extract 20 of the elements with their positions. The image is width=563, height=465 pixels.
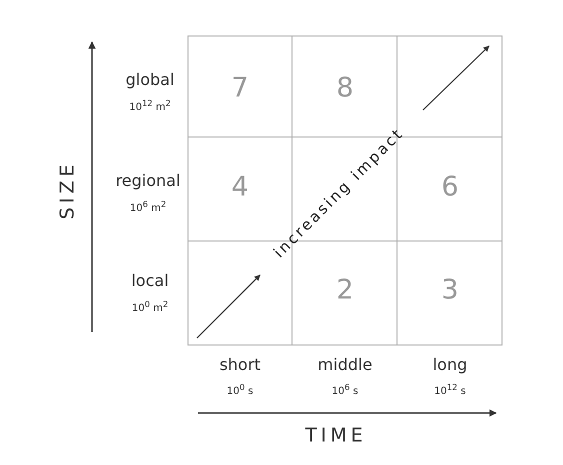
column-label: short bbox=[219, 357, 261, 373]
cell-number: 7 bbox=[231, 74, 249, 102]
column-value: 10$^{0}$ s bbox=[226, 382, 254, 398]
axis-title: SIZE bbox=[58, 160, 78, 220]
column-label: long bbox=[432, 357, 468, 373]
row-value: 10$^{0}$ m$^{2}$ bbox=[132, 300, 168, 314]
axis-title: TIME bbox=[305, 426, 367, 446]
cell-number: 3 bbox=[441, 276, 459, 304]
row-label: regional bbox=[116, 173, 180, 189]
row-label: global bbox=[126, 72, 174, 88]
column-label: middle bbox=[318, 357, 372, 373]
cell-number: 6 bbox=[441, 174, 459, 200]
column-value: 10$^{6}$ s bbox=[332, 382, 358, 398]
row-label: local bbox=[131, 273, 169, 289]
cell-number: 4 bbox=[231, 174, 249, 200]
cell-number: 8 bbox=[336, 74, 354, 102]
row-value: 10$^{12}$ m$^{2}$ bbox=[129, 98, 171, 114]
cell-number: 2 bbox=[336, 276, 354, 304]
column-value: 10$^{12}$ s bbox=[434, 382, 466, 398]
row-value: 10$^{6}$ m$^{2}$ bbox=[130, 200, 166, 214]
